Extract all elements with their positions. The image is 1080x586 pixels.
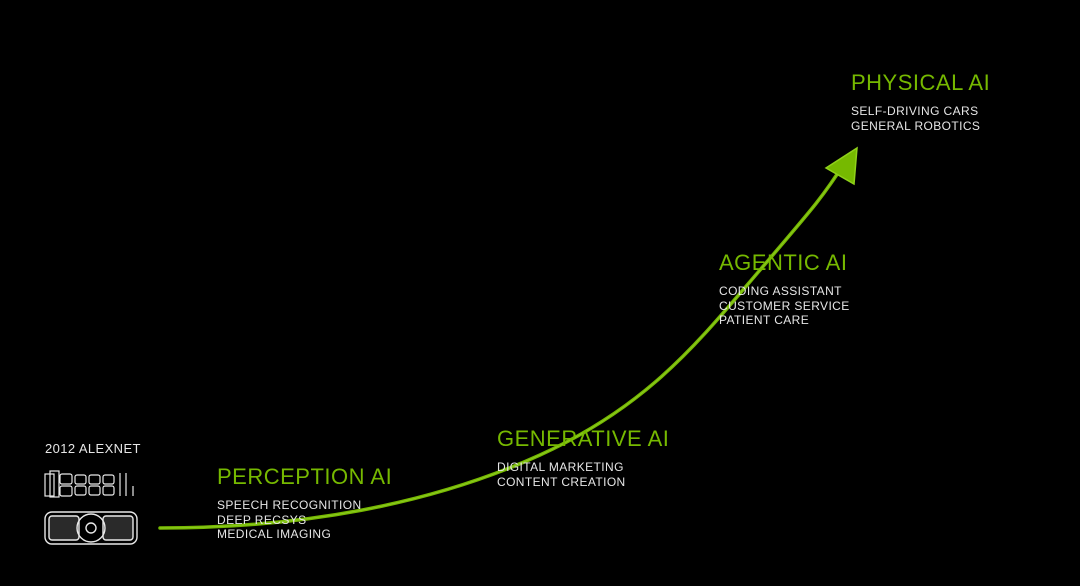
alexnet-label: 2012 ALEXNET — [45, 441, 141, 456]
stage-title: GENERATIVE AI — [497, 426, 670, 451]
stage-item: MEDICAL IMAGING — [217, 527, 332, 542]
stage-perception-ai: PERCEPTION AI SPEECH RECOGNITION DEEP RE… — [217, 465, 392, 542]
stage-items: SELF-DRIVING CARS GENERAL ROBOTICS — [851, 104, 990, 133]
stage-agentic-ai: AGENTIC AI CODING ASSISTANT CUSTOMER SER… — [719, 251, 850, 328]
stage-item: SPEECH RECOGNITION — [217, 498, 362, 512]
stage-items: CODING ASSISTANT CUSTOMER SERVICE PATIEN… — [719, 284, 850, 328]
stage-title: AGENTIC AI — [719, 250, 848, 275]
network-layers-icon — [44, 470, 134, 498]
stage-item: CODING ASSISTANT — [719, 284, 842, 298]
stage-title: PERCEPTION AI — [217, 464, 393, 489]
stage-item: DEEP RECSYS — [217, 512, 307, 527]
stage-generative-ai: GENERATIVE AI DIGITAL MARKETING CONTENT … — [497, 427, 669, 489]
stage-item: CUSTOMER SERVICE — [719, 298, 850, 313]
arrow-head-icon — [824, 146, 858, 186]
stage-title: PHYSICAL AI — [851, 70, 991, 95]
stage-items: SPEECH RECOGNITION DEEP RECSYS MEDICAL I… — [217, 498, 392, 542]
gpu-card-icon — [44, 511, 138, 545]
stage-item: CONTENT CREATION — [497, 474, 626, 489]
stage-physical-ai: PHYSICAL AI SELF-DRIVING CARS GENERAL RO… — [851, 71, 990, 133]
stage-item: SELF-DRIVING CARS — [851, 104, 979, 118]
stage-item: GENERAL ROBOTICS — [851, 118, 981, 133]
stage-items: DIGITAL MARKETING CONTENT CREATION — [497, 460, 669, 489]
stage-item: PATIENT CARE — [719, 313, 810, 328]
growth-arrow-line-glow — [159, 157, 849, 529]
stage-item: DIGITAL MARKETING — [497, 460, 624, 474]
